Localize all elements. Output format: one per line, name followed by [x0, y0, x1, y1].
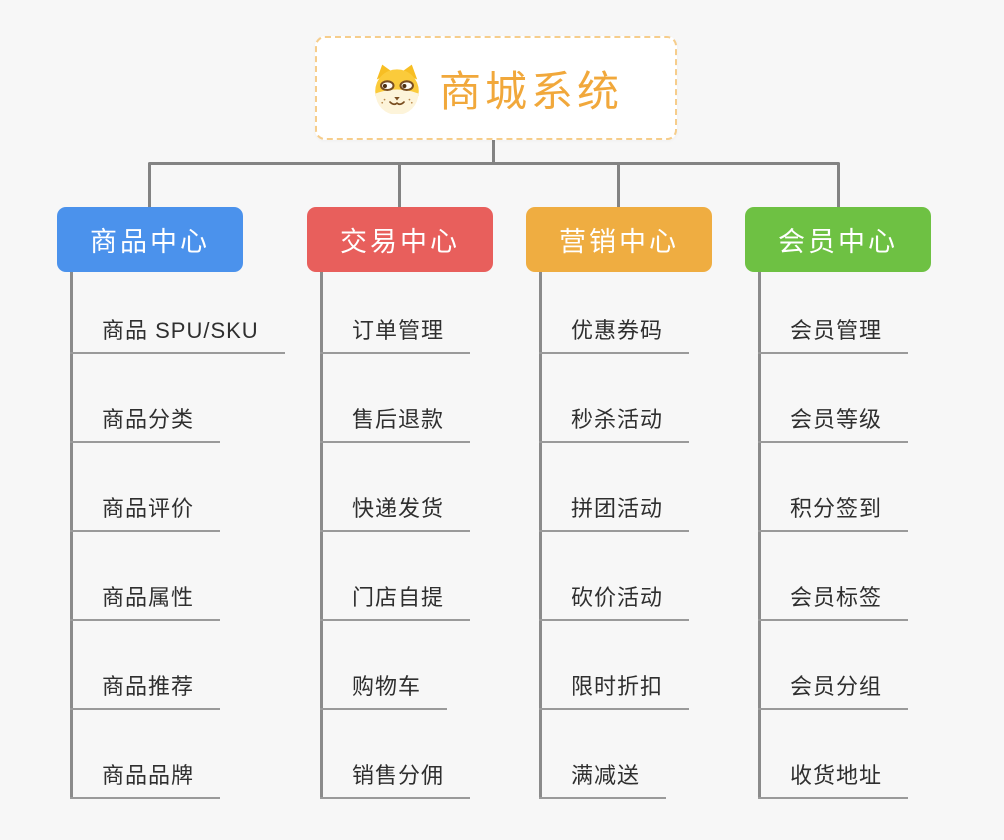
leaf-node: 商品分类 — [70, 354, 285, 443]
branch-horizontal-connector — [148, 162, 840, 165]
leaf-node: 会员标签 — [758, 532, 909, 621]
leaf-label[interactable]: 商品分类 — [70, 402, 221, 443]
leaf-label[interactable]: 秒杀活动 — [539, 402, 690, 443]
leaf-node: 满减送 — [539, 710, 689, 799]
root-node[interactable]: 商城系统 — [315, 36, 677, 140]
branch-node-member-center[interactable]: 会员中心 — [745, 207, 931, 272]
leaf-label[interactable]: 订单管理 — [320, 313, 471, 354]
branch-stub-connector — [617, 163, 620, 208]
leaf-label[interactable]: 拼团活动 — [539, 491, 690, 532]
leaf-node: 会员等级 — [758, 354, 909, 443]
leaf-node: 收货地址 — [758, 710, 909, 799]
root-title: 商城系统 — [438, 67, 623, 115]
leaf-node: 秒杀活动 — [539, 354, 690, 443]
leaf-node: 商品评价 — [70, 443, 285, 532]
leaf-column-marketing: 优惠券码 秒杀活动 拼团活动 砍价活动 限时折扣 满减送 — [539, 272, 690, 799]
leaf-node: 限时折扣 — [539, 621, 690, 710]
leaf-node: 商品属性 — [70, 532, 285, 621]
dog-face-icon — [375, 64, 419, 114]
leaf-label[interactable]: 会员分组 — [758, 669, 909, 710]
leaf-node: 快递发货 — [320, 443, 471, 532]
leaf-label[interactable]: 商品推荐 — [70, 669, 221, 710]
leaf-label[interactable]: 商品品牌 — [70, 758, 221, 799]
leaf-label[interactable]: 购物车 — [320, 669, 448, 710]
branch-node-trade-center[interactable]: 交易中心 — [307, 207, 493, 272]
leaf-node: 购物车 — [320, 621, 470, 710]
leaf-label[interactable]: 限时折扣 — [539, 669, 690, 710]
leaf-label[interactable]: 收货地址 — [758, 758, 909, 799]
leaf-label[interactable]: 销售分佣 — [320, 758, 471, 799]
leaf-label[interactable]: 商品评价 — [70, 491, 221, 532]
leaf-node: 积分签到 — [758, 443, 909, 532]
branch-node-marketing-center[interactable]: 营销中心 — [526, 207, 712, 272]
leaf-column-member: 会员管理 会员等级 积分签到 会员标签 会员分组 收货地址 — [758, 272, 909, 799]
branch-node-product-center[interactable]: 商品中心 — [57, 207, 243, 272]
branch-stub-connector — [398, 163, 401, 208]
branch-stub-connector — [148, 163, 151, 208]
leaf-column-product: 商品 SPU/SKU 商品分类 商品评价 商品属性 商品推荐 商品品牌 — [70, 272, 285, 799]
leaf-node: 优惠券码 — [539, 272, 690, 354]
leaf-label[interactable]: 会员等级 — [758, 402, 909, 443]
leaf-label[interactable]: 会员管理 — [758, 313, 909, 354]
leaf-label[interactable]: 积分签到 — [758, 491, 909, 532]
leaf-label[interactable]: 商品属性 — [70, 580, 221, 621]
leaf-label[interactable]: 砍价活动 — [539, 580, 690, 621]
leaf-label[interactable]: 商品 SPU/SKU — [70, 313, 285, 354]
leaf-node: 订单管理 — [320, 272, 471, 354]
leaf-label[interactable]: 快递发货 — [320, 491, 471, 532]
leaf-node: 门店自提 — [320, 532, 471, 621]
leaf-node: 会员管理 — [758, 272, 909, 354]
leaf-node: 商品品牌 — [70, 710, 285, 799]
branch-stub-connector — [837, 163, 840, 208]
leaf-node: 销售分佣 — [320, 710, 471, 799]
leaf-node: 会员分组 — [758, 621, 909, 710]
leaf-node: 商品 SPU/SKU — [70, 272, 285, 354]
leaf-node: 拼团活动 — [539, 443, 690, 532]
leaf-label[interactable]: 满减送 — [539, 758, 667, 799]
leaf-label[interactable]: 优惠券码 — [539, 313, 690, 354]
leaf-node: 售后退款 — [320, 354, 471, 443]
leaf-label[interactable]: 门店自提 — [320, 580, 471, 621]
root-stem-connector — [492, 140, 495, 164]
leaf-label[interactable]: 售后退款 — [320, 402, 471, 443]
leaf-column-trade: 订单管理 售后退款 快递发货 门店自提 购物车 销售分佣 — [320, 272, 471, 799]
leaf-node: 商品推荐 — [70, 621, 285, 710]
leaf-label[interactable]: 会员标签 — [758, 580, 909, 621]
leaf-node: 砍价活动 — [539, 532, 690, 621]
